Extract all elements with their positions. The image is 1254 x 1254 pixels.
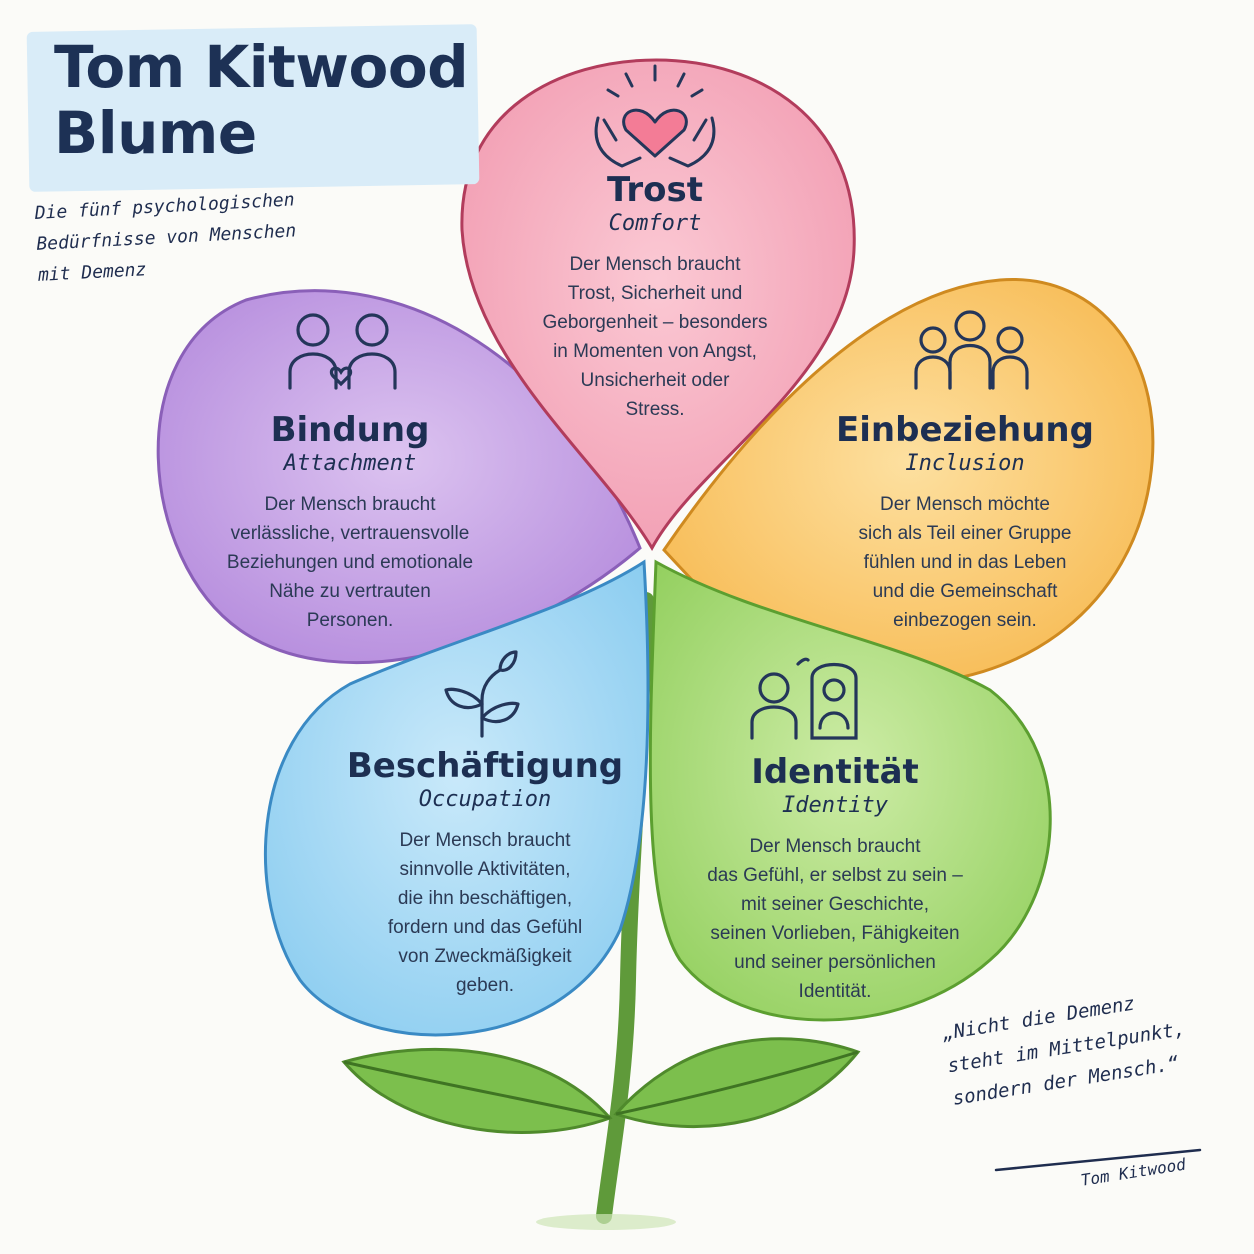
petal-description-line: mit seiner Geschichte, bbox=[741, 894, 929, 915]
petal-description-line: sinnvolle Aktivitäten, bbox=[399, 859, 571, 880]
petal-description-line: in Momenten von Angst, bbox=[553, 341, 757, 362]
page-subtitle: Die fünf psychologischen Bedürfnisse von… bbox=[34, 180, 378, 291]
petal-description-line: Geborgenheit – besonders bbox=[542, 312, 768, 333]
caring-hands-heart-icon bbox=[594, 64, 716, 168]
person-mirror-icon bbox=[750, 657, 858, 740]
petal-description-line: und die Gemeinschaft bbox=[872, 581, 1058, 602]
petal-description-line: von Zweckmäßigkeit bbox=[398, 946, 572, 967]
petal-description-line: verlässliche, vertrauensvolle bbox=[230, 523, 470, 544]
petal-description: Der Mensch braucht Trost, Sicherheit und… bbox=[500, 250, 810, 424]
petal-description-line: sich als Teil einer Gruppe bbox=[858, 523, 1072, 544]
leaf-right-vein bbox=[615, 1050, 859, 1116]
petal-text-bindung: Bindung Attachment Der Mensch braucht ve… bbox=[190, 410, 510, 635]
petal-subtitle: Attachment bbox=[283, 451, 417, 476]
page-title: Tom Kitwood Blume bbox=[54, 34, 474, 166]
petal-title: Bindung bbox=[270, 410, 430, 450]
petal-description-line: Stress. bbox=[625, 399, 685, 420]
petal-subtitle: Inclusion bbox=[905, 451, 1025, 476]
petal-description-line: Der Mensch möchte bbox=[879, 494, 1050, 515]
leaf-right bbox=[613, 1037, 861, 1129]
petal-description-line: die ihn beschäftigen, bbox=[397, 888, 573, 909]
petal-subtitle: Occupation bbox=[418, 787, 552, 812]
petal-title: Einbeziehung bbox=[836, 410, 1094, 450]
petal-description-line: Nähe zu vertrauten bbox=[269, 581, 431, 602]
petal-description-line: Identität. bbox=[798, 981, 872, 1002]
petal-description: Der Mensch braucht das Gefühl, er selbst… bbox=[680, 832, 990, 1006]
petal-description-line: Der Mensch braucht bbox=[749, 836, 921, 857]
petal-description-line: Der Mensch braucht bbox=[264, 494, 436, 515]
title-line-1: Tom Kitwood bbox=[54, 33, 469, 101]
petal-description: Der Mensch braucht verlässliche, vertrau… bbox=[190, 490, 510, 635]
petal-text-einbeziehung: Einbeziehung Inclusion Der Mensch möchte… bbox=[810, 410, 1120, 635]
petal-description-line: Personen. bbox=[306, 610, 394, 631]
petal-description-line: das Gefühl, er selbst zu sein – bbox=[707, 865, 963, 886]
petal-text-trost: Trost Comfort Der Mensch braucht Trost, … bbox=[500, 170, 810, 424]
petal-description-line: seinen Vorlieben, Fähigkeiten bbox=[710, 923, 960, 944]
petal-text-identitaet: Identität Identity Der Mensch braucht da… bbox=[680, 752, 990, 1006]
petal-title: Trost bbox=[606, 170, 704, 210]
quote-underline bbox=[994, 1148, 1202, 1172]
petal-description: Der Mensch möchte sich als Teil einer Gr… bbox=[810, 490, 1120, 635]
petal-title: Identität bbox=[751, 752, 919, 792]
petal-subtitle: Comfort bbox=[608, 211, 702, 236]
petal-description-line: und seiner persönlichen bbox=[734, 952, 936, 973]
sprout-leaves-icon bbox=[444, 650, 520, 738]
petal-description-line: geben. bbox=[455, 975, 515, 996]
petal-description-line: fordern und das Gefühl bbox=[387, 917, 583, 938]
title-line-2: Blume bbox=[54, 99, 257, 167]
petal-trost bbox=[460, 58, 856, 552]
petal-description-line: einbezogen sein. bbox=[893, 610, 1037, 631]
petal-title: Beschäftigung bbox=[346, 746, 624, 786]
petal-description-line: Der Mensch braucht bbox=[569, 254, 741, 275]
petal-text-beschaeftigung: Beschäftigung Occupation Der Mensch brau… bbox=[320, 746, 650, 1000]
petal-subtitle: Identity bbox=[782, 793, 888, 818]
petal-beschaeftigung bbox=[263, 559, 650, 1037]
petal-identitaet bbox=[648, 559, 1052, 1022]
petal-description-line: Unsicherheit oder bbox=[580, 370, 730, 391]
two-people-heart-icon bbox=[288, 313, 397, 390]
group-people-icon bbox=[914, 310, 1029, 390]
leaf-left-vein bbox=[343, 1060, 611, 1120]
petal-description: Der Mensch braucht sinnvolle Aktivitäten… bbox=[320, 826, 650, 1000]
petal-description-line: Der Mensch braucht bbox=[399, 830, 571, 851]
petal-description-line: Trost, Sicherheit und bbox=[567, 283, 743, 304]
ground-grass bbox=[536, 1214, 676, 1230]
petal-description-line: Beziehungen und emotionale bbox=[226, 552, 474, 573]
petal-description-line: fühlen und in das Leben bbox=[863, 552, 1067, 573]
